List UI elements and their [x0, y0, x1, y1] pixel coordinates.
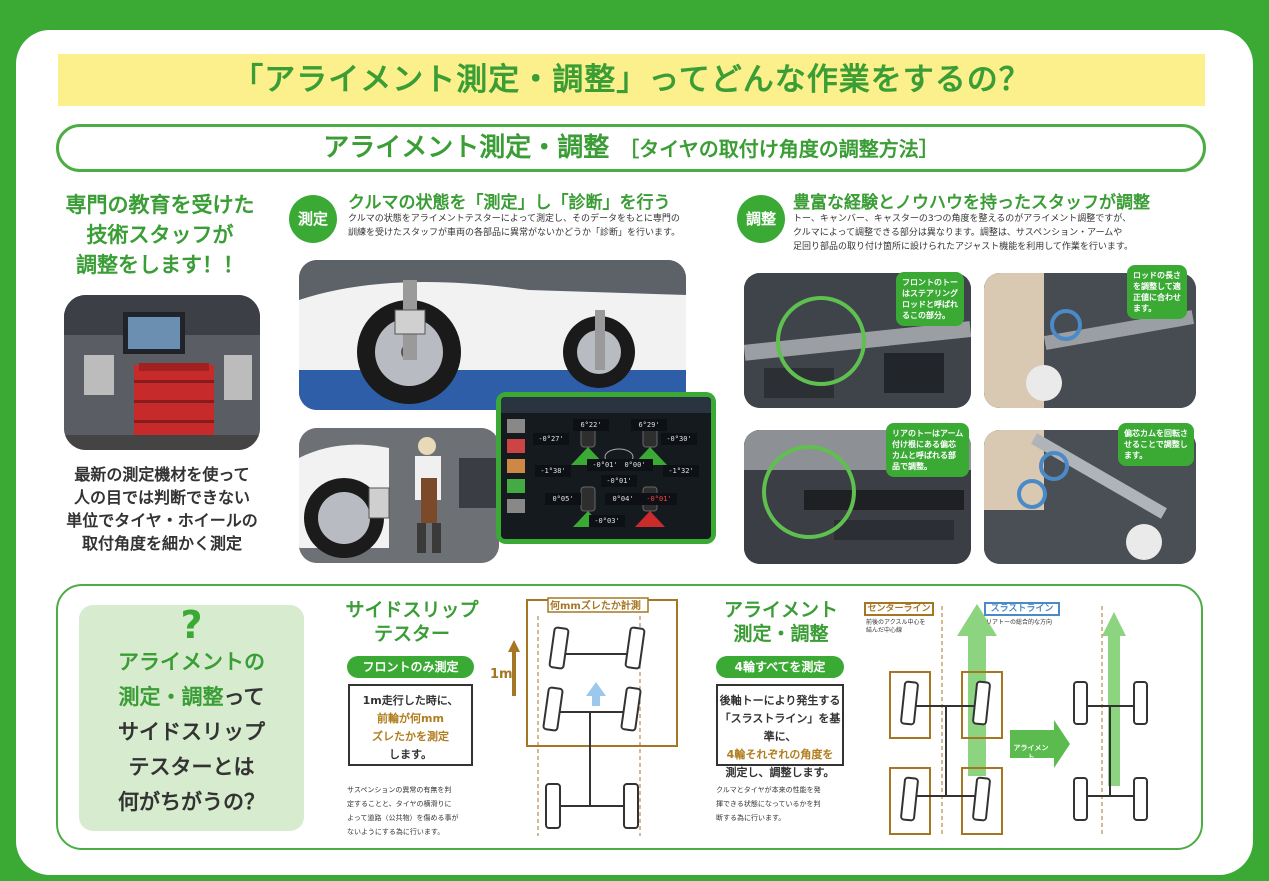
question-line: サイドスリップ	[118, 720, 265, 744]
staff-description: 最新の測定機材を使って 人の目では判断できない 単位でタイヤ・ホイールの 取付角…	[40, 463, 284, 555]
adjust-body-line: 足回り部品の取り付け箇所に設けられたアジャスト機能を利用して作業を行います。	[793, 242, 1134, 252]
alignment-diagram	[889, 604, 1148, 836]
adjust-heading: 豊富な経験とノウハウを持ったスタッフが調整	[793, 193, 1150, 213]
gauge-value: 6°29'	[631, 419, 667, 431]
adjust-arrow-label: アライメント調整	[1013, 744, 1049, 770]
center-line-label: センターライン	[864, 602, 934, 616]
screen-toolbar	[501, 397, 711, 413]
staff-description-line: 人の目では判断できない	[73, 488, 250, 507]
section-title: アライメント測定・調整	[323, 133, 610, 163]
center-line-desc: 前後のアクスル中心を結んだ中心線	[866, 619, 926, 634]
question-panel: ? アライメントの 測定・調整って サイドスリップ テスターとは 何がちがうの？	[79, 605, 304, 831]
sideslip-diagram-label: 何mmズレたか計測	[550, 601, 641, 612]
highlight-ring	[776, 296, 866, 386]
alignment-tester-screen: 6°22' 6°29' -0°27' -0°30' -0°01' 0°00' -…	[496, 392, 716, 544]
question-line: 測定・調整って	[118, 685, 265, 709]
measure-badge: 測定	[289, 195, 337, 243]
highlight-ring	[762, 445, 856, 539]
question-line: アライメントの	[118, 650, 265, 674]
measure-body: クルマの状態をアライメントテスターによって測定し、そのデータをもとに専門の 訓練…	[348, 212, 680, 240]
car-measurement-photo	[299, 260, 686, 410]
staff-description-line: 単位でタイヤ・ホイールの	[66, 511, 258, 530]
callout-rod-length: ロッドの長さを調整して適正値に合わせます。	[1127, 265, 1187, 319]
gauge-value: -1°32'	[663, 465, 699, 477]
section-subtitle: ［タイヤの取付け角度の調整方法］	[619, 137, 939, 161]
question-line: テスターとは	[128, 755, 255, 779]
callout-front-toe: フロントのトーはステアリングロッドと呼ばれるこの部分。	[896, 272, 964, 326]
adjust-body: トー、キャンバー、キャスターの3つの角度を整えるのがアライメント調整ですが、 ク…	[793, 212, 1133, 254]
gauge-value: -0°01'	[587, 459, 623, 471]
gauge-value-alert: -0°01'	[641, 493, 677, 505]
staff-headline-line: 専門の教育を受けた	[65, 193, 255, 217]
staff-description-line: 最新の測定機材を使って	[74, 465, 250, 484]
adjust-badge: 調整	[737, 195, 785, 243]
gauge-value: -0°03'	[589, 515, 625, 527]
gauge-value: 0°00'	[617, 459, 653, 471]
sideslip-diagram	[508, 597, 678, 836]
page-title: 「アライメント測定・調整」ってどんな作業をするの？	[58, 54, 1205, 106]
callout-eccentric-cam: 偏芯カムを回転させることで調整します。	[1118, 423, 1194, 466]
staff-headline: 専門の教育を受けた 技術スタッフが 調整をします！！	[40, 190, 280, 280]
cam-adjust-photo	[984, 430, 1196, 564]
gauge-value: -0°01'	[601, 475, 637, 487]
measuring-machine-photo	[64, 295, 260, 450]
measure-body-line: クルマの状態をアライメントテスターによって測定し、そのデータをもとに専門の	[348, 214, 680, 224]
gauge-value: 6°22'	[573, 419, 609, 431]
alignment-note: クルマとタイヤが本来の性能を発揮できる状態になっているかを判断する為に行います。	[716, 786, 821, 822]
thrust-line-label: スラストライン	[984, 602, 1060, 616]
gauge-value: 0°04'	[605, 493, 641, 505]
sideslip-speech: 1m走行した時に、 前輪が何mm ズレたかを測定 します。	[348, 684, 473, 766]
sideslip-scope-pill: フロントのみ測定	[347, 656, 474, 678]
question-line: 何がちがうの？	[118, 790, 265, 814]
staff-headline-line: 技術スタッフが	[86, 223, 234, 247]
sideslip-note: サスペンションの異常の有無を判定することと、タイヤの横滑りによって道路（公共物）…	[347, 786, 459, 836]
staff-description-line: 取付角度を細かく測定	[81, 534, 242, 553]
alignment-speech: 後軸トーにより発生する 「スラストライン」を基準に、 4輪それぞれの角度を 測定…	[716, 684, 844, 779]
callout-rear-toe: リアのトーはアーム付け根にある偏芯カムと呼ばれる部品で調整。	[886, 423, 970, 477]
sideslip-title: サイドスリップ テスター	[345, 599, 479, 645]
measure-heading: クルマの状態を「測定」し「診断」を行う	[348, 193, 671, 213]
distance-label: 1m	[490, 667, 513, 682]
gauge-value: -0°30'	[661, 433, 697, 445]
staff-headline-line: 調整をします！！	[76, 253, 244, 277]
technician-photo	[299, 428, 499, 563]
adjust-body-line: クルマによって調整できる部分は異なります。調整は、サスペンション・アームや	[793, 228, 1123, 238]
measure-body-line: 訓練を受けたスタッフが車両の各部品に異常がないかどうか「診断」を行います。	[348, 228, 681, 238]
gauge-value: -0°27'	[533, 433, 569, 445]
alignment-scope-pill: 4輪すべてを測定	[716, 656, 844, 678]
screen-side-icons	[507, 419, 525, 513]
question-mark-icon: ?	[180, 603, 203, 647]
alignment-title: アライメント 測定・調整	[723, 599, 838, 645]
section-title-bar: アライメント測定・調整 ［タイヤの取付け角度の調整方法］	[56, 124, 1206, 172]
gauge-value: -1°38'	[535, 465, 571, 477]
thrust-line-desc: リアトーの総合的な方向	[986, 619, 1053, 626]
gauge-value: 0°05'	[545, 493, 581, 505]
adjust-body-line: トー、キャンバー、キャスターの3つの角度を整えるのがアライメント調整ですが、	[793, 214, 1132, 224]
